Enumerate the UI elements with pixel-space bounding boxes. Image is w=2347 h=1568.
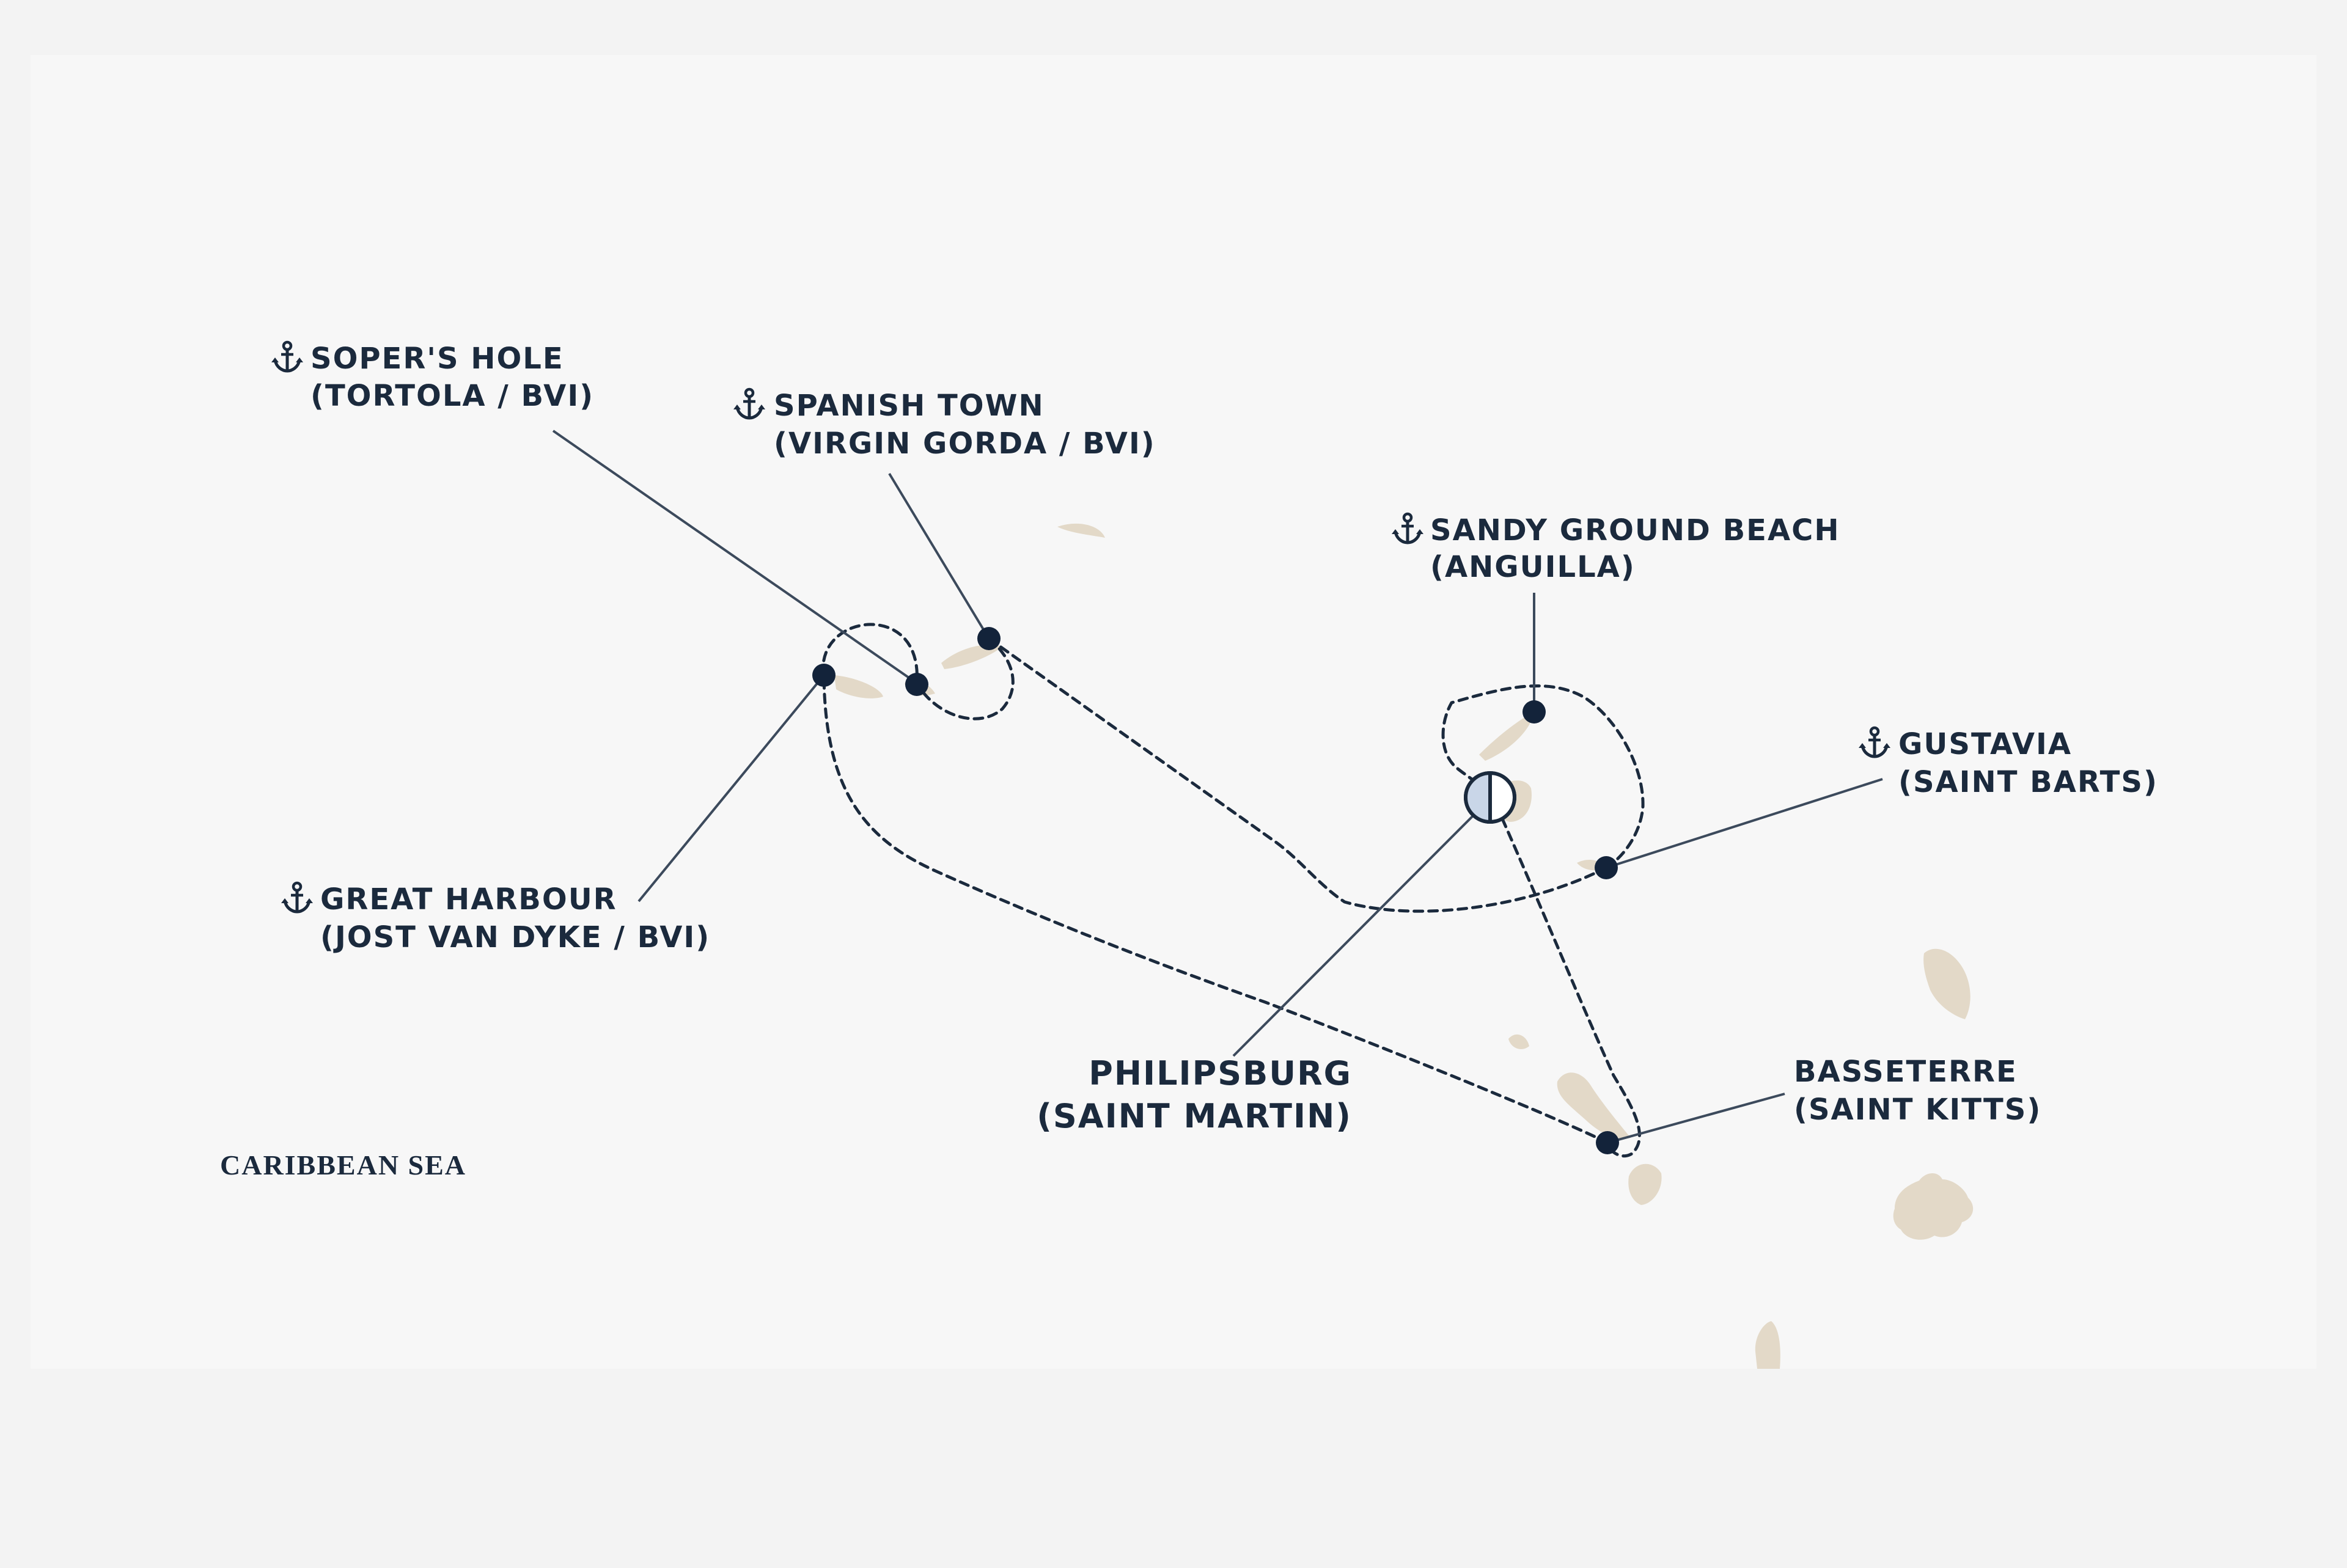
route-segment-to-gustavia <box>987 637 1608 913</box>
stop-label-great-harbour: GREAT HARBOUR (JOST VAN DYKE / BVI) <box>281 882 710 954</box>
route-segment-basseterre-great-harbour <box>822 673 1609 1145</box>
stop-name: GREAT HARBOUR <box>320 882 617 917</box>
port-dot-gustavia[interactable] <box>1595 856 1618 879</box>
stop-name: SPANISH TOWN <box>774 389 1045 423</box>
stop-subtitle: (JOST VAN DYKE / BVI) <box>320 920 710 954</box>
island-virgin-gorda <box>941 645 1002 669</box>
leader-philipsburg <box>1232 811 1477 1057</box>
port-markers <box>812 627 1619 1154</box>
leader-spanish-town <box>888 472 990 640</box>
island-tortola <box>834 675 883 698</box>
stop-label-spanish-town: SPANISH TOWN (VIRGIN GORDA / BVI) <box>733 389 1156 461</box>
home-port-subtitle: (SAINT MARTIN) <box>1037 1097 1352 1135</box>
leader-gustavia <box>1606 778 1883 869</box>
stop-label-basseterre: BASSETERRE (SAINT KITTS) <box>1794 1055 2041 1127</box>
half-circle-port-icon[interactable] <box>1464 771 1516 824</box>
stop-name: BASSETERRE <box>1794 1055 2018 1089</box>
map-panel <box>31 55 2316 1369</box>
leader-great-harbour <box>637 674 825 903</box>
leader-sopers-hole <box>552 430 918 684</box>
port-dot-sopers-hole[interactable] <box>905 673 928 696</box>
stop-name: SANDY GROUND BEACH <box>1430 513 1840 548</box>
island-saint-kitts <box>1557 1072 1631 1139</box>
stop-name: GUSTAVIA <box>1898 727 2072 761</box>
stop-label-gustavia: GUSTAVIA (SAINT BARTS) <box>1859 727 2158 799</box>
stop-label-sopers-hole: SOPER'S HOLE (TORTOLA / BVI) <box>271 342 594 413</box>
home-port-name: PHILIPSBURG <box>1089 1054 1352 1093</box>
stop-subtitle: (ANGUILLA) <box>1430 550 1636 584</box>
island-nevis <box>1628 1163 1662 1205</box>
stop-subtitle: (TORTOLA / BVI) <box>310 379 594 413</box>
port-dot-great-harbour[interactable] <box>812 664 836 687</box>
leader-lines <box>552 430 1883 1144</box>
island-anguilla <box>1479 712 1534 761</box>
stop-label-sandy-ground: SANDY GROUND BEACH (ANGUILLA) <box>1392 513 1840 584</box>
stop-subtitle: (VIRGIN GORDA / BVI) <box>774 427 1156 461</box>
sea-label: CARIBBEAN SEA <box>220 1149 466 1181</box>
route-segment-philipsburg-basseterre <box>1500 817 1641 1158</box>
island-antigua <box>1893 1173 1974 1240</box>
stop-subtitle: (SAINT BARTS) <box>1898 765 2158 799</box>
route-segment-anguilla-loop <box>1441 684 1645 870</box>
leader-basseterre <box>1607 1093 1785 1144</box>
island-barbuda <box>1923 948 1971 1019</box>
stop-subtitle: (SAINT KITTS) <box>1794 1093 2041 1127</box>
home-port-label-philipsburg: PHILIPSBURG (SAINT MARTIN) <box>1037 1054 1352 1135</box>
island-anegada <box>1057 523 1105 538</box>
island-montserrat <box>1755 1321 1780 1369</box>
port-dot-spanish-town[interactable] <box>977 627 1001 650</box>
stop-name: SOPER'S HOLE <box>310 342 564 376</box>
port-dot-basseterre[interactable] <box>1596 1131 1619 1154</box>
port-dot-sandy-ground[interactable] <box>1522 700 1546 724</box>
island-saba <box>1508 1034 1529 1049</box>
